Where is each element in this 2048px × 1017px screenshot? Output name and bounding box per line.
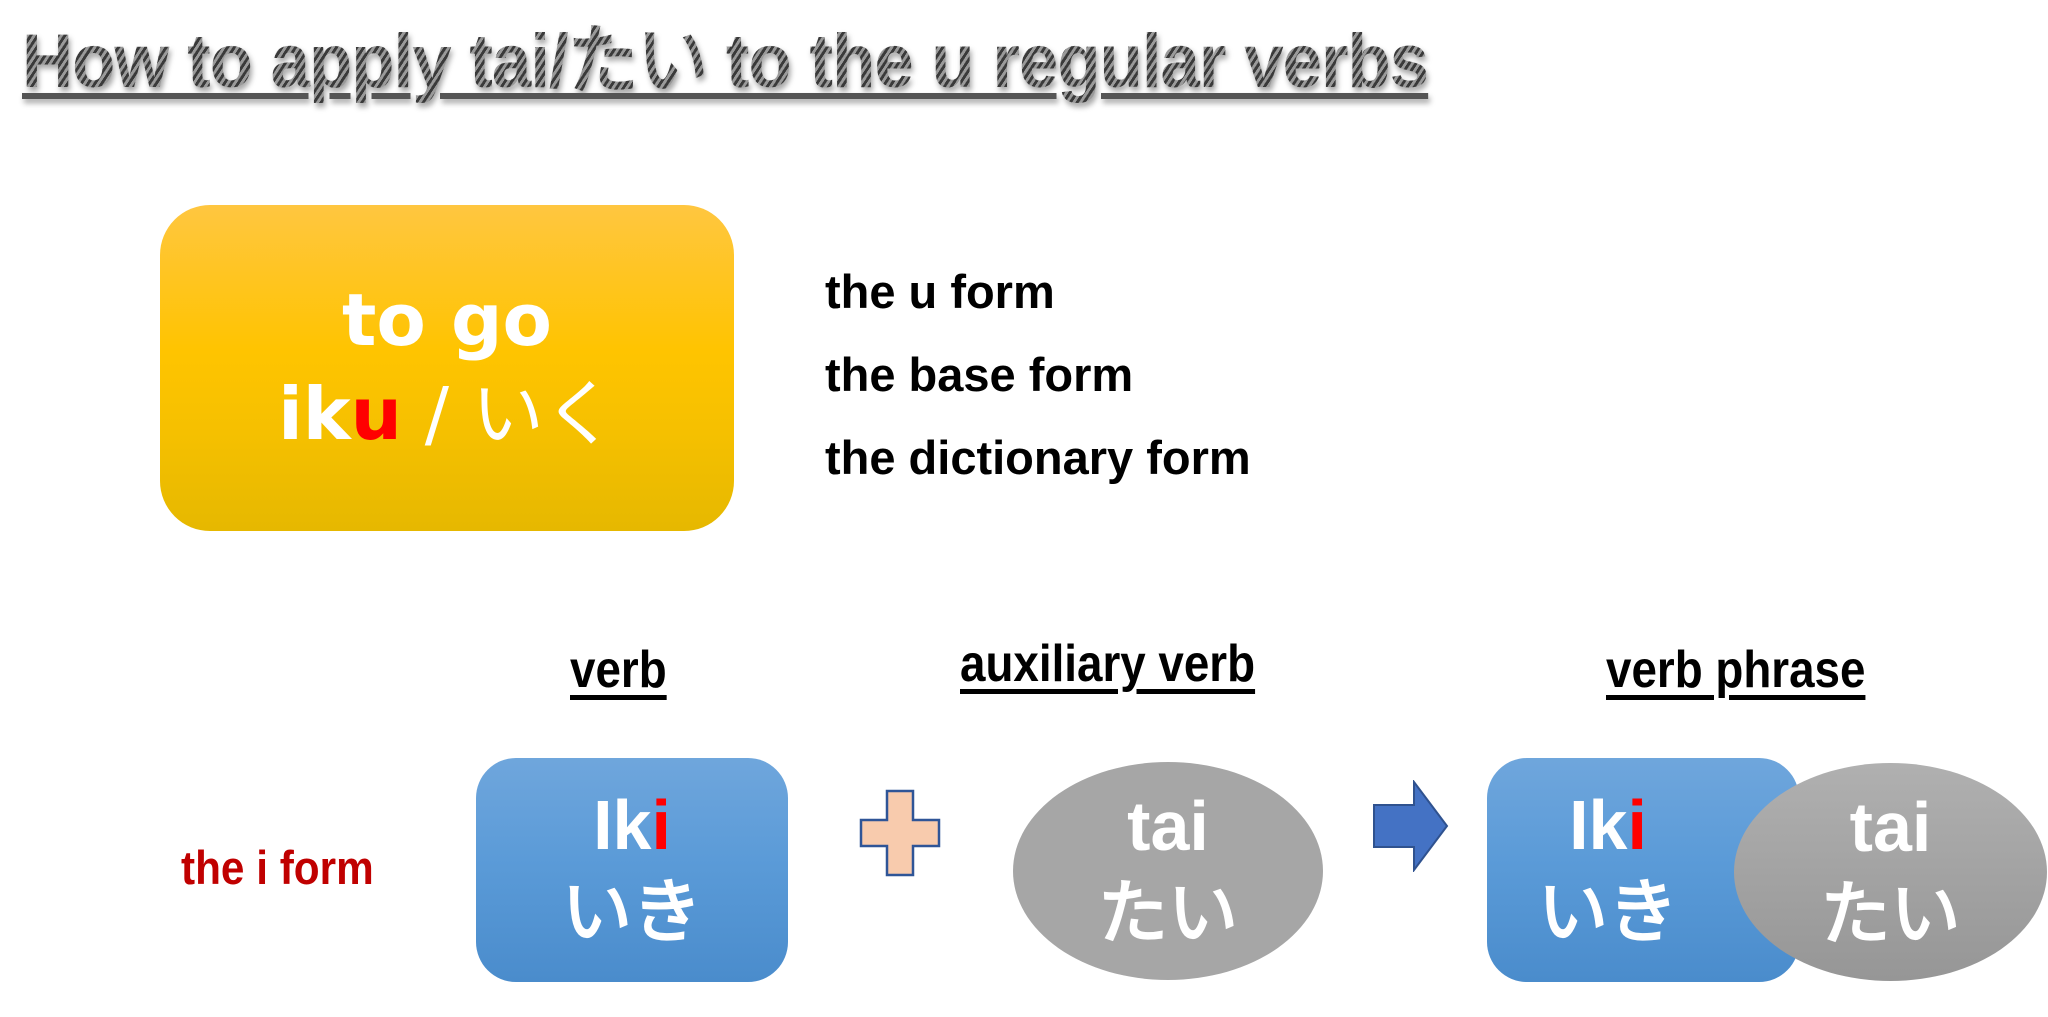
romaji-ending-u: u [350, 372, 402, 456]
romaji-ending-i: i [651, 786, 671, 864]
romaji-stem: ik [278, 372, 351, 456]
kana-form: いく [471, 372, 616, 456]
auxiliary-verb-oval: tai たい [1013, 762, 1323, 980]
verb-phrase-header: verb phrase [1606, 641, 1866, 699]
plus-icon [859, 789, 941, 877]
verb-romaji: Iki [593, 783, 671, 867]
verb-meaning: to go [342, 278, 552, 362]
form-name-item: the base form [825, 348, 1134, 401]
page-title: How to apply tai/たい to the u regular ver… [22, 14, 1429, 110]
dictionary-form-text: iku / いく [278, 366, 616, 462]
dictionary-form-card: to go iku / いく [160, 205, 734, 531]
separator: / [401, 372, 472, 456]
form-name-item: the dictionary form [825, 431, 1251, 484]
result-aux-kana: たい [1820, 873, 1961, 955]
form-names-list: the u form the base form the dictionary … [825, 250, 1251, 499]
i-form-label: the i form [181, 841, 374, 894]
romaji-stem: Ik [1569, 786, 1628, 864]
result-aux-romaji: tai [1849, 788, 1932, 866]
form-name-item: the u form [825, 265, 1055, 318]
result-auxiliary-oval: tai たい [1734, 763, 2047, 981]
arrow-right-icon [1373, 780, 1449, 872]
aux-kana: たい [1098, 872, 1238, 954]
romaji-ending-i: i [1627, 786, 1647, 864]
verb-i-form-box: Iki いき [476, 758, 788, 982]
romaji-stem: Ik [593, 786, 652, 864]
result-verb-romaji: Iki [1569, 783, 1647, 867]
verb-kana: いき [562, 871, 702, 953]
verb-header: verb [570, 641, 667, 699]
auxiliary-verb-header: auxiliary verb [960, 635, 1256, 693]
aux-romaji: tai [1127, 787, 1209, 865]
result-verb-kana: いき [1538, 871, 1678, 953]
